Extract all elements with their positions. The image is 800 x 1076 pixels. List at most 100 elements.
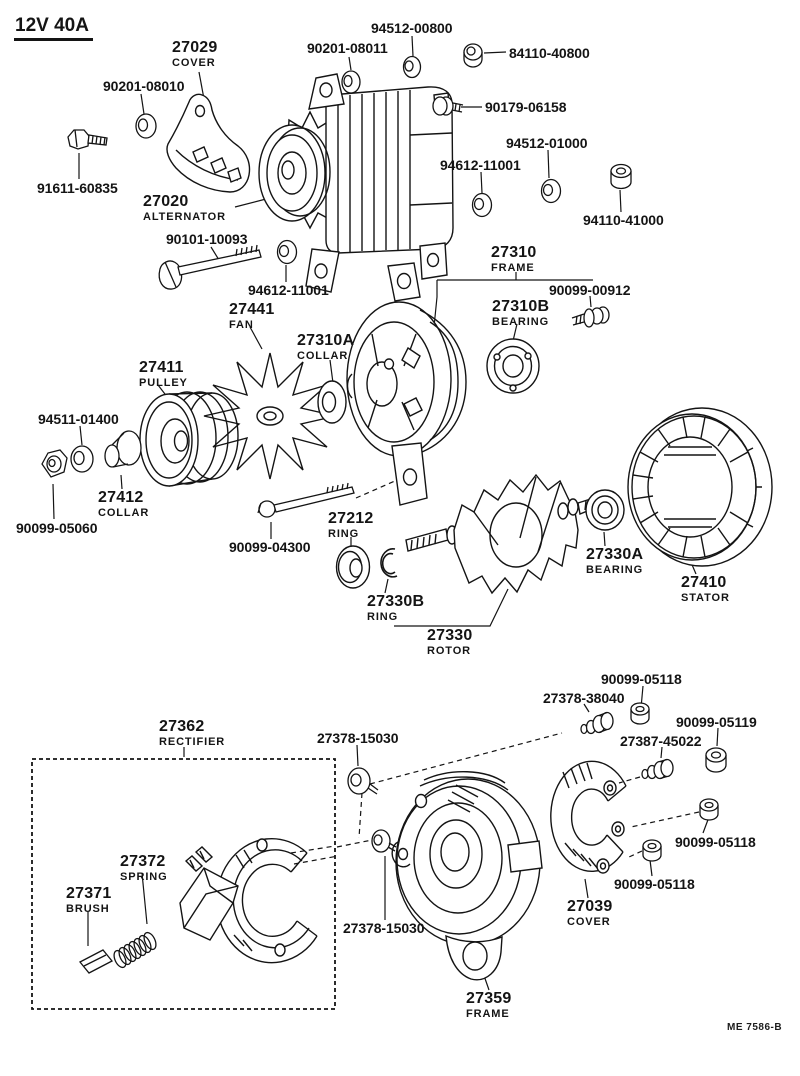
part-number: 90099-05118 [675,834,756,850]
part-name: RING [328,528,360,540]
stud-27378-38040-drawing [580,711,614,735]
label-27310-frame: 27310 FRAME [491,245,537,274]
nut-90099-05060-drawing [41,449,68,478]
part-number: 84110-40800 [509,45,590,61]
washer-94512-01000-drawing [540,178,562,204]
part-number: 90101-10093 [166,231,248,247]
part-name: BRUSH [66,903,110,915]
label-94512-00800: 94512-00800 [371,21,453,37]
label-27362-rectifier: 27362 RECTIFIER [159,719,225,748]
part-number: 90201-08011 [307,40,388,56]
part-number: 27310A [297,332,355,349]
label-27029-cover: 27029 COVER [172,40,218,69]
part-number: 27310B [492,298,550,315]
part-number: 90099-05118 [601,671,682,687]
rear-cover-drawing [550,760,627,874]
label-27330b-ring: 27330B RING [367,594,424,623]
screw-27378-15030-top-drawing [347,767,379,795]
nut-90099-05118-mid-drawing [699,798,719,821]
label-27020-alternator: 27020 ALTERNATOR [143,194,226,223]
part-name: RING [367,611,399,623]
nut-90099-05118-top-drawing [630,702,650,725]
front-bearing-drawing [486,338,540,394]
part-number: 27330A [586,546,644,563]
front-cover-drawing [166,93,251,193]
part-name: FRAME [466,1008,510,1020]
label-90099-05060: 90099-05060 [16,520,98,537]
part-number: 27378-15030 [343,920,425,936]
label-27378-15030-bottom: 27378-15030 [343,920,425,937]
part-name: COVER [172,57,216,69]
washer-90201-08011-drawing [341,70,361,94]
part-name: COLLAR [98,507,150,519]
label-90099-05118-top: 90099-05118 [601,672,682,688]
label-27410-stator: 27410 STATOR [681,575,730,604]
part-number: 94612-11001 [248,282,329,298]
part-number: 27411 [139,359,184,376]
rotor-drawing [405,473,606,595]
label-94612-11001-left: 94612-11001 [248,283,329,299]
label-90101-10093: 90101-10093 [166,231,248,248]
part-name: PULLEY [139,377,188,389]
nut-94110-41000-drawing [610,163,632,190]
rear-frame-drawing [391,771,543,981]
spring-drawing [113,931,157,969]
label-90201-08011: 90201-08011 [307,41,388,57]
label-27378-15030-top: 27378-15030 [317,730,399,747]
part-name: ALTERNATOR [143,211,226,223]
bolt-91611-drawing [67,129,108,150]
rectifier-boundary-box [31,758,336,1010]
part-name: ROTOR [427,645,472,657]
label-27039-cover: 27039 COVER [567,899,613,928]
part-number: 27330 [427,627,473,644]
part-number: 27039 [567,898,613,915]
label-27310b-bearing: 27310B BEARING [492,299,549,328]
washer-94511-drawing [70,445,94,473]
label-27359-frame: 27359 FRAME [466,991,512,1020]
label-27441-fan: 27441 FAN [229,302,275,331]
part-name: SPRING [120,871,168,883]
part-number: 27020 [143,193,189,210]
part-number: 27378-15030 [317,730,399,746]
stator-drawing [627,407,773,567]
label-27310a-collar: 27310A COLLAR [297,333,354,362]
part-number: 90099-00912 [549,282,631,298]
alternator-drawing [258,73,454,293]
label-94110-41000: 94110-41000 [583,213,664,229]
brush-drawing [78,949,114,974]
part-number: 27412 [98,489,144,506]
bolt-90099-04300-drawing [257,482,355,518]
label-90201-08010: 90201-08010 [103,79,185,95]
part-number: 90179-06158 [485,99,567,115]
label-27330-rotor: 27330 ROTOR [427,628,473,657]
rectifier-drawing [179,837,318,964]
part-number: 27330B [367,593,425,610]
part-number: 91611-60835 [37,180,118,196]
part-name: FAN [229,319,254,331]
screw-27378-15030-bottom-drawing [371,829,397,853]
stud-27387-45022-drawing [641,758,674,780]
part-number: 90099-05118 [614,876,695,892]
label-27330a-bearing: 27330A BEARING [586,547,643,576]
drive-end-frame-drawing [346,262,467,506]
label-94612-11001-right: 94612-11001 [440,158,521,174]
bolt-90179-06158-drawing [432,96,464,116]
ring-27212-drawing [335,545,371,589]
label-90099-05119: 90099-05119 [676,715,757,731]
part-name: RECTIFIER [159,736,226,748]
label-94511-01400: 94511-01400 [38,412,119,428]
label-27387-45022: 27387-45022 [620,734,702,750]
part-number: 94511-01400 [38,411,119,427]
part-number: 90099-05119 [676,714,757,730]
part-number: 90099-05060 [16,520,98,536]
label-91611-60835: 91611-60835 [37,181,118,197]
washer-94612-11001-right-drawing [471,192,493,218]
washer-94612-11001-left-drawing [276,239,298,265]
washer-90201-08010-drawing [135,113,157,139]
part-name: COLLAR [297,350,349,362]
part-number: 90099-04300 [229,539,311,555]
nut-90099-05119-drawing [705,747,727,773]
label-27372-spring: 27372 SPRING [120,854,168,883]
part-number: 27212 [328,510,374,527]
